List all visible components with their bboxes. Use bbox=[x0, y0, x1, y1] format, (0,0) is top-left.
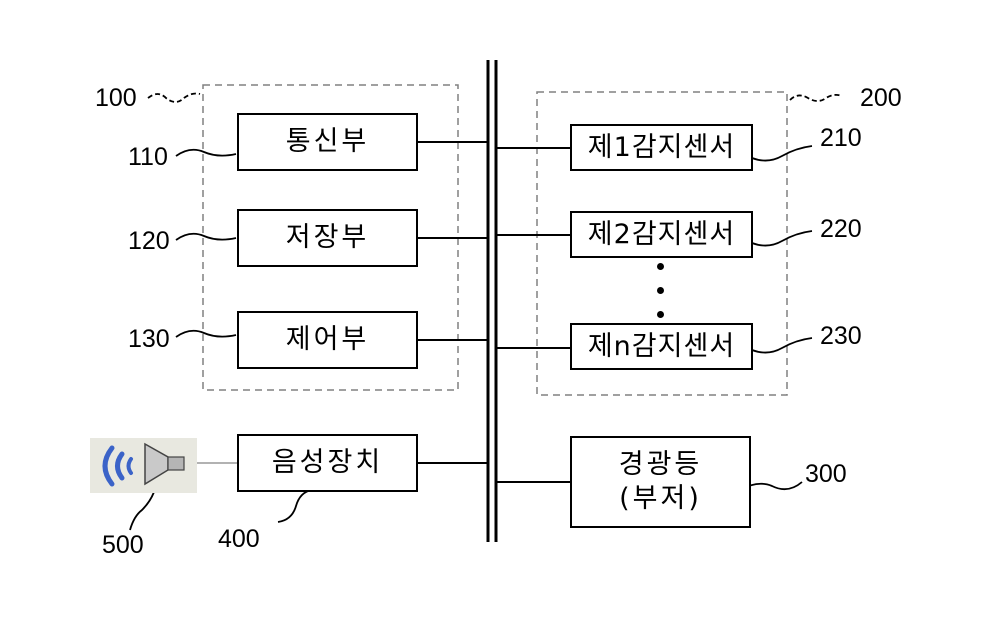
ellipsis-dot-1 bbox=[657, 263, 664, 270]
sensor-n-box: 제n감지센서 bbox=[570, 323, 753, 370]
ellipsis-dot-2 bbox=[657, 287, 664, 294]
ref-400: 400 bbox=[218, 525, 260, 554]
leader-110 bbox=[176, 150, 236, 156]
ref-120: 120 bbox=[128, 227, 170, 256]
ref-210: 210 bbox=[820, 124, 862, 153]
ref-100: 100 bbox=[95, 84, 137, 113]
voice-device-box: 음성장치 bbox=[237, 434, 418, 492]
control-unit-box: 제어부 bbox=[237, 311, 418, 369]
warning-light-box: 경광등 (부저) bbox=[570, 436, 751, 528]
buzzer-label: (부저) bbox=[619, 482, 702, 516]
leader-400 bbox=[278, 490, 312, 522]
leader-130 bbox=[176, 331, 236, 337]
sensor-n-label: 제n감지센서 bbox=[588, 330, 735, 364]
leader-220 bbox=[752, 231, 812, 246]
ref-130: 130 bbox=[128, 325, 170, 354]
sensor-1-box: 제1감지센서 bbox=[570, 124, 753, 171]
communication-unit-label: 통신부 bbox=[286, 125, 370, 159]
ref-200: 200 bbox=[860, 84, 902, 113]
leader-120 bbox=[176, 234, 236, 240]
voice-device-label: 음성장치 bbox=[272, 446, 383, 480]
leader-100 bbox=[148, 94, 200, 103]
leader-200 bbox=[790, 95, 842, 101]
ref-230: 230 bbox=[820, 322, 862, 351]
leader-210 bbox=[752, 146, 812, 161]
communication-unit-box: 통신부 bbox=[237, 113, 418, 171]
ref-220: 220 bbox=[820, 215, 862, 244]
leader-230 bbox=[752, 338, 812, 353]
sensor-1-label: 제1감지센서 bbox=[588, 131, 735, 165]
ellipsis-dot-3 bbox=[657, 311, 664, 318]
ref-500: 500 bbox=[102, 531, 144, 560]
control-unit-label: 제어부 bbox=[286, 323, 370, 357]
warning-light-label: 경광등 bbox=[619, 448, 703, 482]
sensor-2-box: 제2감지센서 bbox=[570, 211, 753, 258]
ref-300: 300 bbox=[805, 460, 847, 489]
leader-500 bbox=[130, 492, 154, 530]
sensor-2-label: 제2감지센서 bbox=[588, 218, 735, 252]
speaker-icon bbox=[90, 438, 197, 493]
ref-110: 110 bbox=[128, 143, 168, 172]
storage-unit-box: 저장부 bbox=[237, 209, 418, 267]
storage-unit-label: 저장부 bbox=[286, 221, 370, 255]
